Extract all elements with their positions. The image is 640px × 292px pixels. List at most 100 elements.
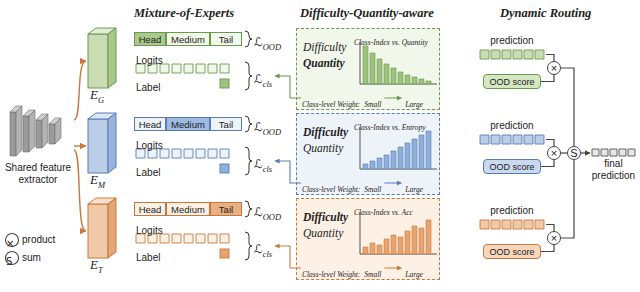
- row-label: Logits: [136, 55, 163, 66]
- label-square: [220, 249, 229, 258]
- connector: [74, 150, 86, 231]
- label-group: ℒcls: [254, 69, 272, 89]
- final-squares: [592, 149, 635, 156]
- label-group: Class-level Weight:: [302, 93, 360, 111]
- operator-circle: ×: [547, 231, 561, 245]
- expert-block: EM: [86, 111, 126, 191]
- label-group: Class-Index vs. Entropy: [354, 116, 426, 134]
- node-text: Medium: [171, 119, 205, 130]
- label-group: Class-Index vs. Quantity: [354, 31, 428, 49]
- label-group: Class-level Weight:: [302, 263, 360, 281]
- label-group: Logits: [136, 135, 163, 153]
- scale-arrow: [384, 268, 401, 269]
- loss-subscript: cls: [263, 164, 272, 174]
- label-group: S: [6, 251, 12, 269]
- node-text: Tail: [219, 119, 233, 130]
- group-cell: Medium: [166, 202, 210, 216]
- scale-arrow: [384, 183, 401, 184]
- chart-title: Class-Index vs. Entropy: [354, 123, 426, 132]
- group-cell: Tail: [210, 202, 242, 216]
- node-text: ×: [551, 63, 557, 74]
- row-label: Label: [136, 252, 160, 263]
- operator-circle: S: [567, 146, 581, 160]
- connector: [561, 160, 574, 238]
- label-group: ℒOOD: [254, 32, 281, 52]
- row-label: Label: [136, 167, 160, 178]
- label-group: Label: [136, 162, 160, 180]
- label-group: Large: [405, 263, 423, 281]
- node-text: E: [90, 257, 98, 272]
- weight-arrow: [275, 76, 301, 98]
- prediction-vector: prediction: [478, 34, 546, 61]
- prediction-squares: [480, 135, 544, 144]
- label-group: ℒcls: [254, 239, 272, 259]
- weight-caption: Small: [364, 100, 381, 109]
- group-cell: Head: [134, 32, 166, 46]
- group-cell: Head: [134, 202, 166, 216]
- label-group: Label: [136, 247, 160, 265]
- loss-subscript: cls: [263, 79, 272, 89]
- label-group: Small: [364, 93, 381, 111]
- loss-symbol: ℒ: [254, 72, 263, 86]
- node-text: Tail: [219, 34, 233, 45]
- node-text: Quantity: [303, 225, 439, 241]
- row-label: Logits: [136, 225, 163, 236]
- label-group: Label: [136, 77, 160, 95]
- node-text: Medium: [171, 34, 205, 45]
- node-text: Shared feature extractor: [2, 162, 74, 186]
- loss-subscript: OOD: [263, 127, 281, 137]
- node-text: E: [90, 87, 98, 102]
- ood-score-box: OOD score: [483, 244, 541, 259]
- node-text: OOD score: [489, 162, 534, 172]
- section-heading: Mixture-of-Experts: [134, 6, 234, 20]
- prediction-squares: [480, 220, 544, 229]
- group-cell: Tail: [210, 117, 242, 131]
- brace: [245, 31, 252, 90]
- weight-arrow: [275, 161, 301, 183]
- ood-score-box: OOD score: [483, 74, 541, 89]
- node-text: S: [570, 148, 577, 159]
- chart-axes: [360, 127, 437, 169]
- panel-ground: [296, 113, 440, 195]
- chart-title: Class-Index vs. Acc: [354, 208, 413, 217]
- expert-block: ET: [86, 196, 126, 276]
- prediction-squares: [480, 50, 544, 59]
- node-text: OOD score: [489, 247, 534, 257]
- node-text: E: [90, 172, 98, 187]
- weight-caption: Class-level Weight:: [302, 100, 360, 109]
- label-group: Small: [364, 178, 381, 196]
- connector: [561, 68, 574, 146]
- operator-circle: ×: [547, 61, 561, 75]
- feature-extractor: Shared feature extractor: [2, 104, 74, 188]
- connector: [541, 75, 554, 82]
- section-heading: Dynamic Routing: [500, 6, 591, 20]
- loss-symbol: ℒ: [254, 35, 263, 49]
- label-group: ℒOOD: [254, 117, 281, 137]
- node-text: Quantity: [303, 140, 439, 156]
- scale-arrow: [384, 98, 401, 99]
- label-group: ℒcls: [254, 154, 272, 174]
- label-square: [220, 164, 229, 173]
- loss-symbol: ℒ: [254, 205, 263, 219]
- group-cell: Medium: [166, 32, 210, 46]
- weight-caption: Class-level Weight:: [302, 185, 360, 194]
- node-text: prediction: [478, 119, 546, 132]
- weight-caption: Large: [405, 270, 423, 279]
- extractor-slab-side: [16, 106, 61, 156]
- group-cell: Tail: [210, 32, 242, 46]
- expert-side: [108, 28, 116, 88]
- chart-title: Class-Index vs. Quantity: [354, 38, 428, 47]
- connector: [541, 245, 554, 252]
- label-group: Large: [405, 178, 423, 196]
- expert-front: [88, 204, 108, 258]
- loss-symbol: ℒ: [254, 242, 263, 256]
- operator-circle: ×: [547, 146, 561, 160]
- chart-bars: [363, 220, 431, 254]
- section-heading: Difficulty-Quantity-aware: [300, 6, 434, 20]
- chart-axes: [360, 212, 437, 254]
- weight-arrow: [275, 246, 301, 268]
- legend-text: sum: [22, 251, 41, 265]
- label-group: Class-Index vs. Acc: [354, 201, 413, 219]
- node-text: ×: [551, 148, 557, 159]
